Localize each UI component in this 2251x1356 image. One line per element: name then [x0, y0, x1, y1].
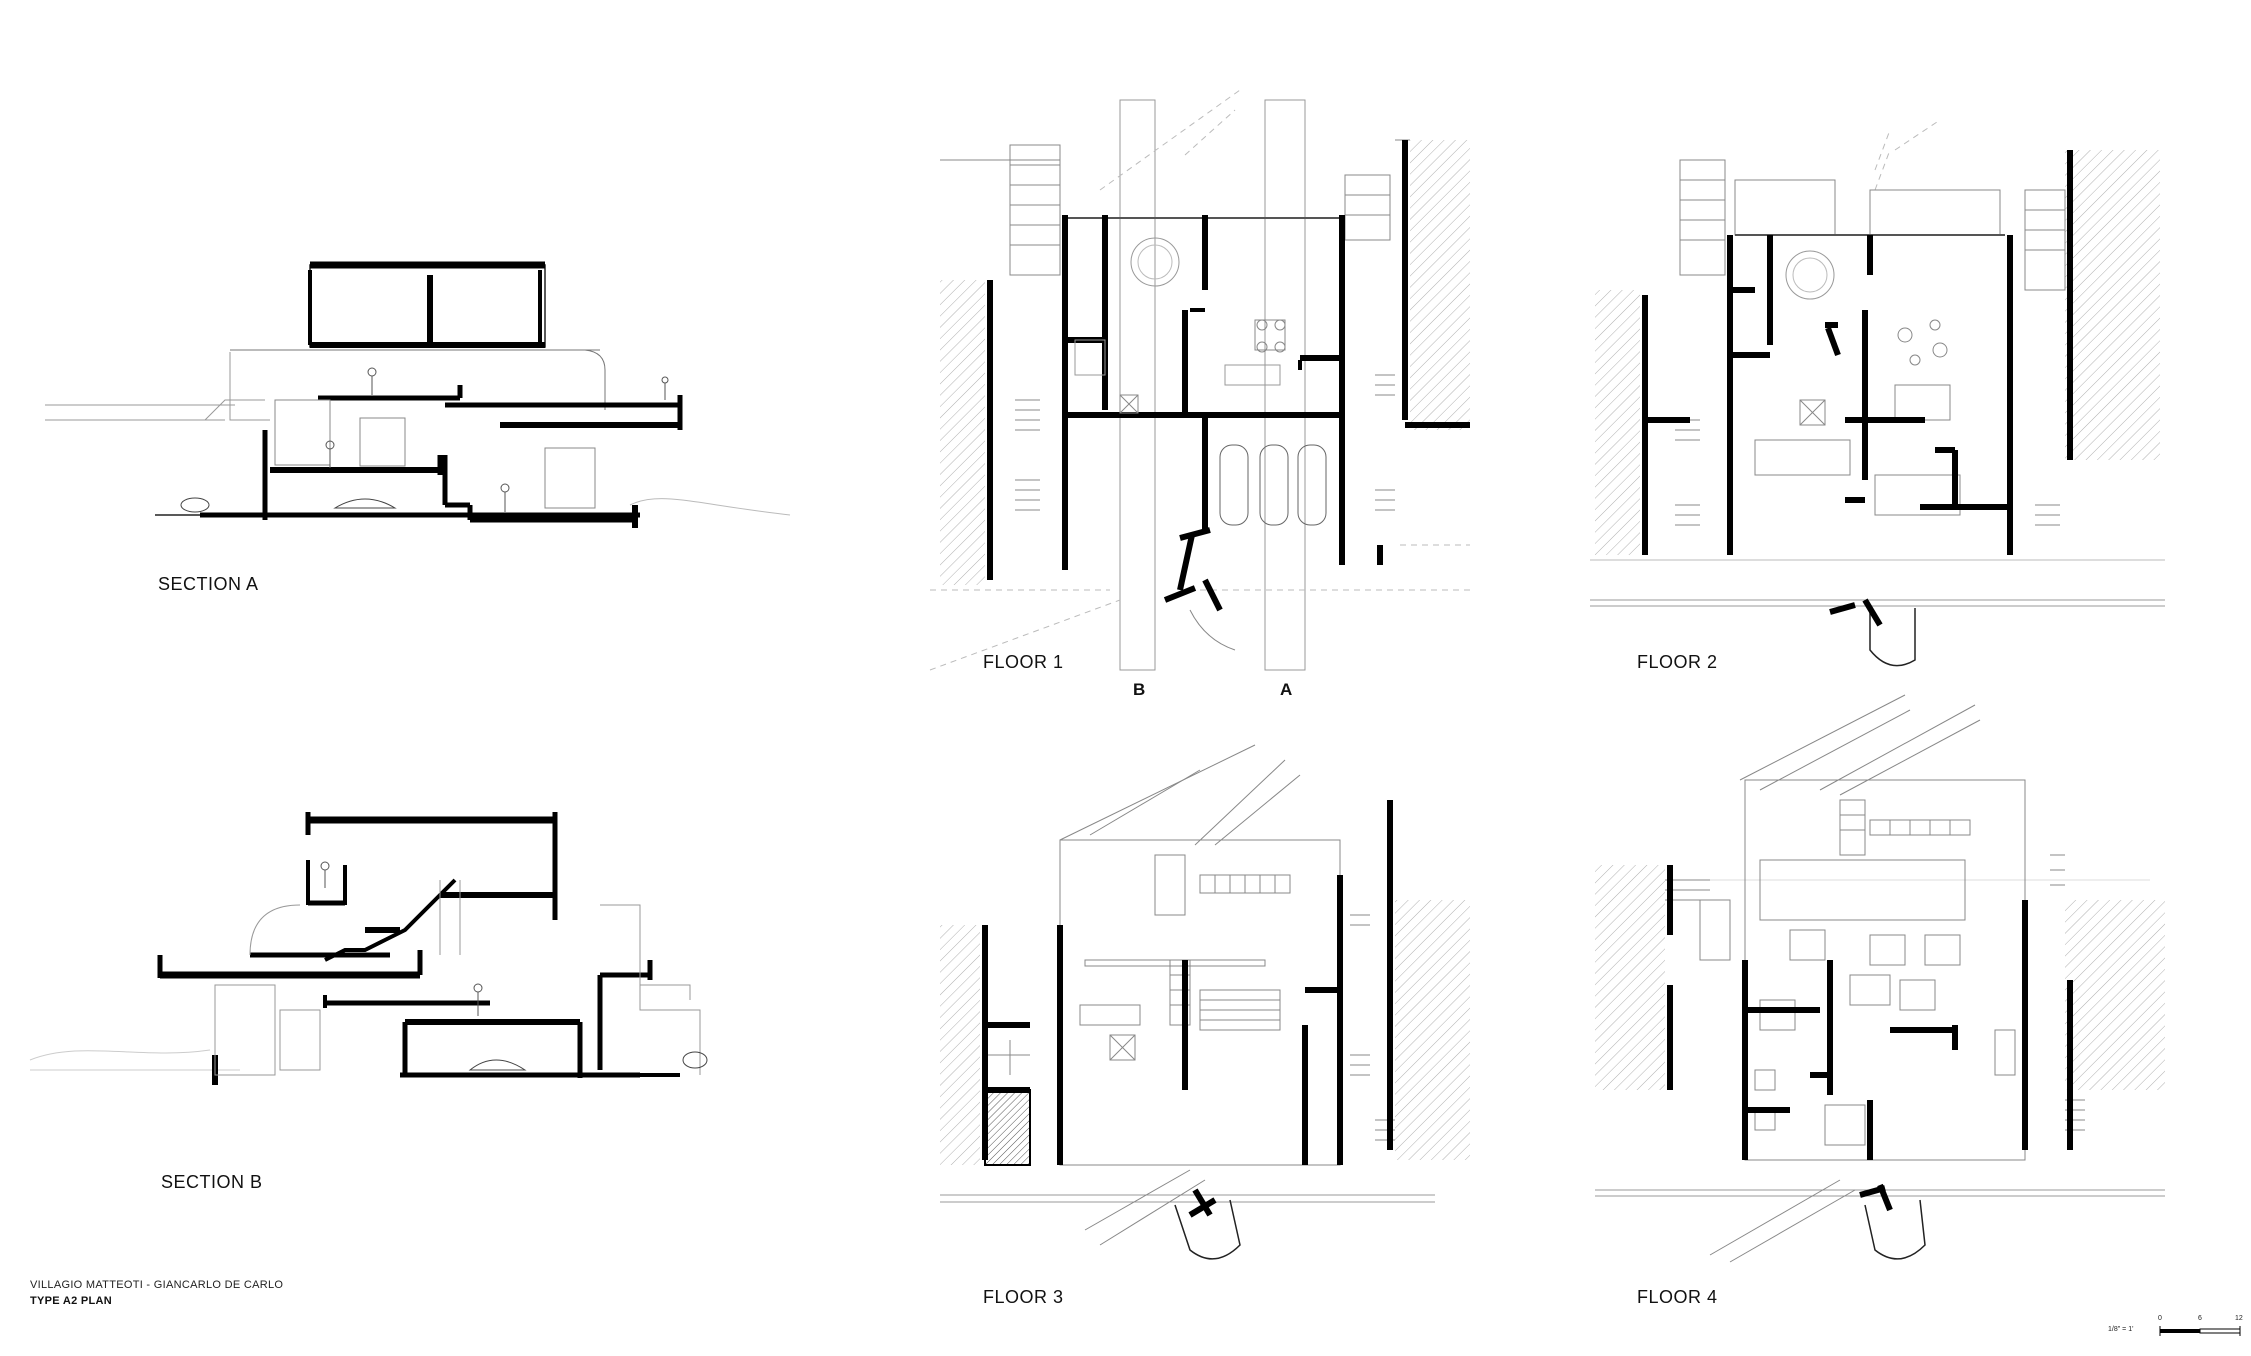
section-b-drawing [29, 812, 708, 1085]
project-title: VILLAGIO MATTEOTI - GIANCARLO DE CARLO [30, 1279, 284, 1291]
floor-4-label: FLOOR 4 [1637, 1287, 1718, 1307]
floor-3-plan [940, 744, 1470, 1260]
scale-bar [2159, 1326, 2241, 1336]
floor-1-plan [929, 89, 1470, 671]
section-a-label: SECTION A [158, 574, 259, 594]
section-cut-b-marker: B [1133, 680, 1146, 699]
section-a-drawing [45, 261, 791, 528]
section-b-label: SECTION B [161, 1172, 263, 1192]
section-cut-a-marker: A [1280, 680, 1293, 699]
scale-tick-0: 0 [2158, 1315, 2162, 1322]
floor-3-label: FLOOR 3 [983, 1287, 1064, 1307]
floor-2-label: FLOOR 2 [1637, 652, 1718, 672]
scale-ratio: 1/8" = 1' [2108, 1326, 2134, 1333]
scale-tick-6: 6 [2198, 1315, 2202, 1322]
scale-tick-12: 12 [2235, 1315, 2243, 1322]
floor-4-plan [1595, 694, 2165, 1263]
sheet-title: TYPE A2 PLAN [30, 1295, 113, 1307]
floor-1-label: FLOOR 1 [983, 652, 1064, 672]
floor-2-plan [1590, 119, 2165, 667]
